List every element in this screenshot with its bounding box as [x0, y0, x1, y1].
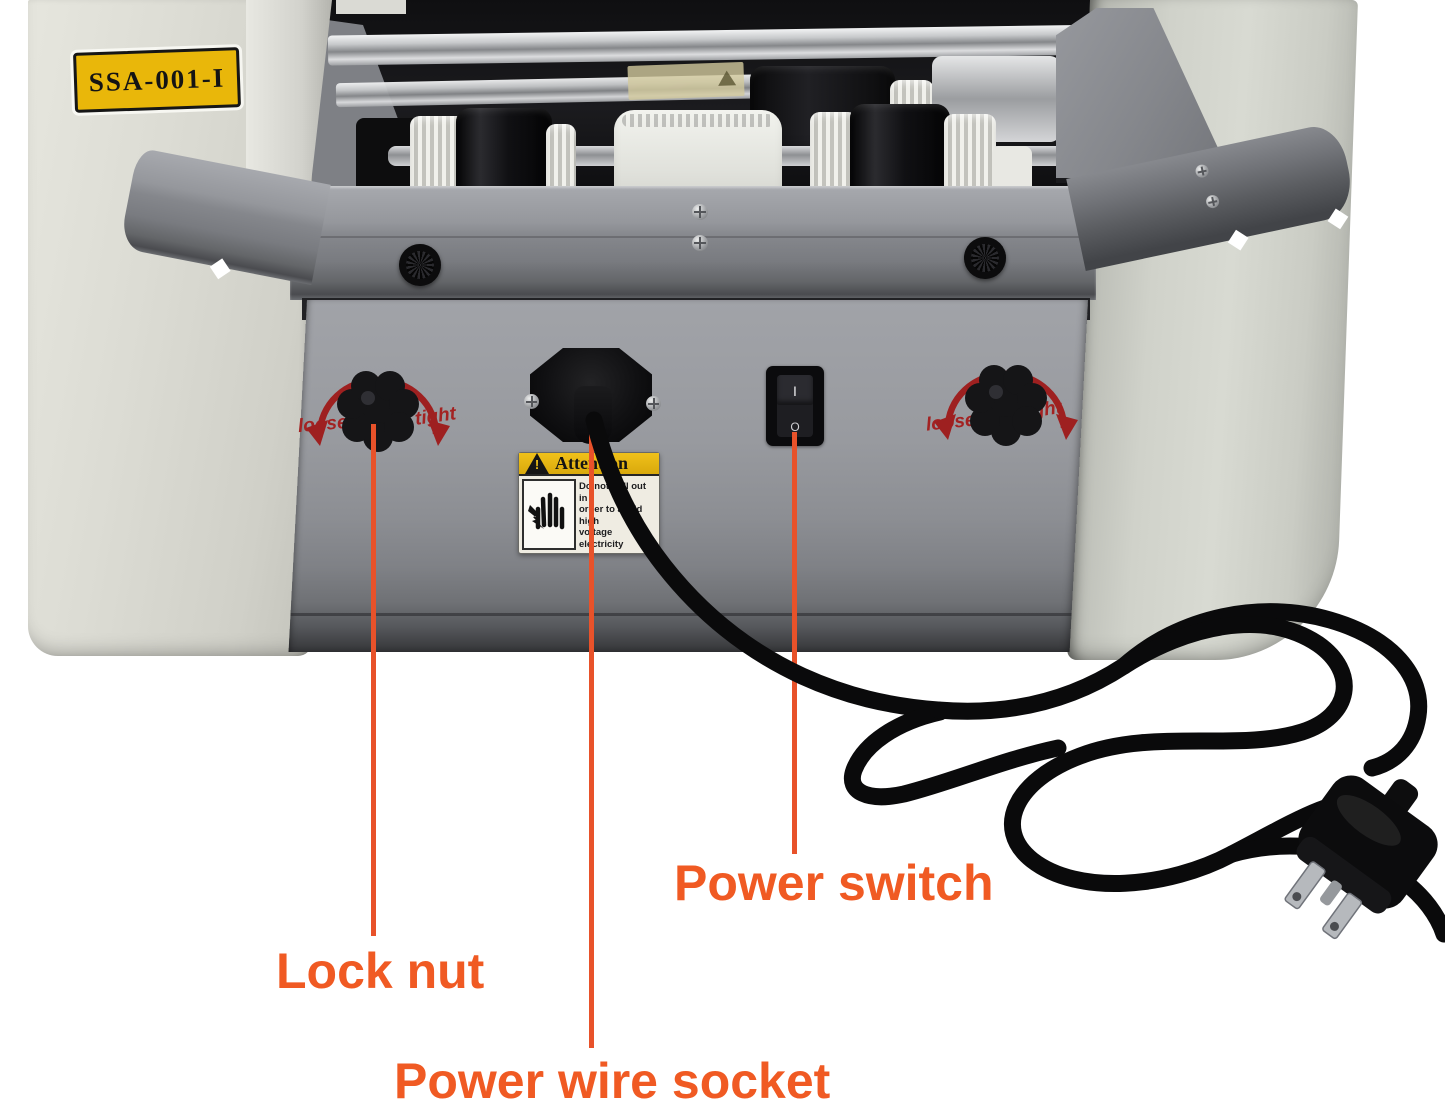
annotation-label-power-wire-socket: Power wire socket	[394, 1053, 831, 1109]
power-plug[interactable]	[1260, 747, 1445, 957]
switch-off-marking: O	[790, 420, 800, 434]
tray-screw	[692, 235, 708, 251]
socket-screw	[646, 396, 661, 411]
tray-screw	[692, 204, 708, 220]
arrowhead-icon	[934, 414, 956, 440]
pointer-line-power-socket	[589, 426, 594, 1048]
frame-tab	[336, 0, 406, 14]
power-cable	[585, 411, 1445, 943]
plug-ground-pin	[1320, 880, 1342, 906]
annotation-label-lock-nut: Lock nut	[276, 943, 485, 999]
lock-nut-knob-right[interactable]	[924, 330, 1088, 464]
electric-shock-hand-icon	[522, 479, 576, 550]
power-switch[interactable]: I O	[766, 366, 824, 446]
annotation-label-power-switch: Power switch	[674, 855, 994, 911]
tray-thumbscrew-left[interactable]	[399, 244, 441, 286]
socket-screw	[524, 394, 539, 409]
arrowhead-icon	[1056, 414, 1078, 440]
pointer-line-power-switch	[792, 432, 797, 854]
lock-nut-assembly-left: loose tight	[296, 336, 460, 470]
switch-rocker-top	[777, 375, 813, 405]
warning-triangle-icon: !	[525, 453, 549, 474]
tray-thumbscrew-right[interactable]	[964, 237, 1006, 279]
arrowhead-icon	[306, 420, 328, 446]
lock-nut-assembly-right: loose tight	[924, 330, 1088, 464]
arrowhead-icon	[428, 420, 450, 446]
pointer-line-lock-nut	[371, 424, 376, 936]
feeder-mechanism	[298, 0, 1119, 214]
switch-on-marking: I	[793, 383, 797, 399]
switch-rocker: I O	[777, 375, 813, 437]
lock-nut-knob-left[interactable]	[296, 336, 460, 470]
